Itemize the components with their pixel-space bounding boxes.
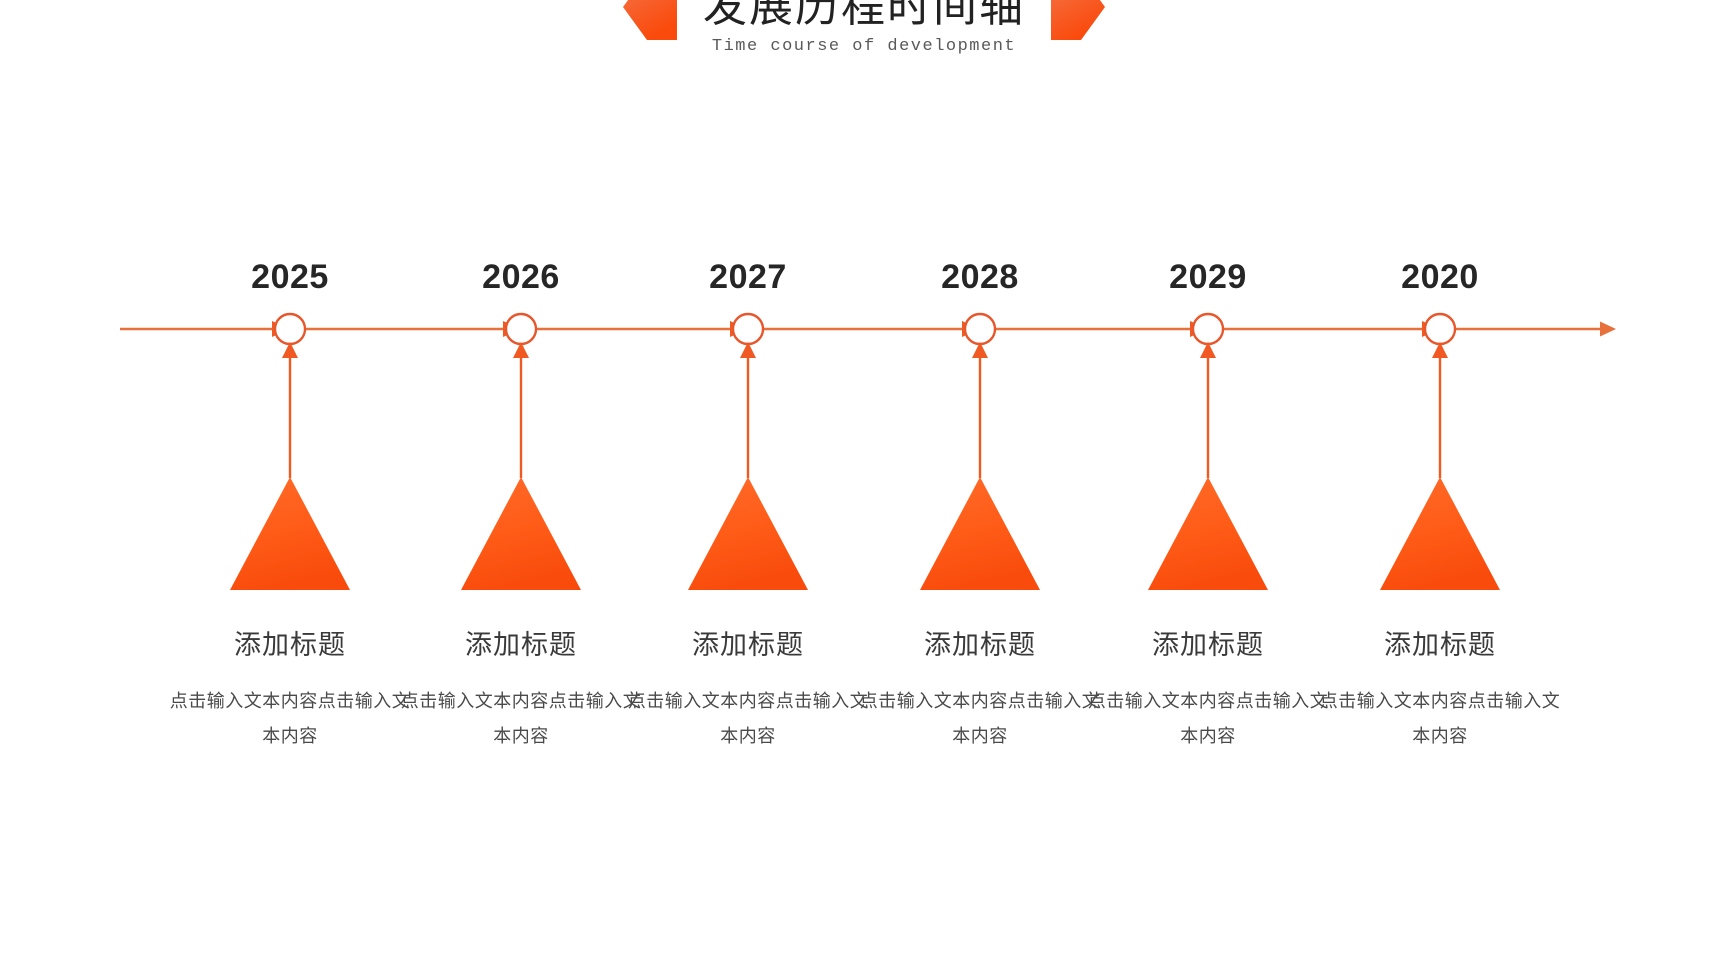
item-body: 点击输入文本内容点击输入文本内容 [169,691,411,747]
timeline-item-2026[interactable]: 2026 添加标题 点击输入文本内容点击输入文本内容 [401,0,641,972]
year-label: 2026 [482,258,560,296]
title-row: 发展历程时间轴 [623,0,1105,40]
timeline-item-2025[interactable]: 2025 添加标题 点击输入文本内容点击输入文本内容 [170,0,410,972]
item-body: 点击输入文本内容点击输入文本内容 [1319,691,1561,747]
year-label: 2020 [1401,258,1479,296]
page-title: 发展历程时间轴 [703,0,1025,31]
item-title: 添加标题 [465,630,577,660]
item-title: 添加标题 [692,630,804,660]
item-title: 添加标题 [924,630,1036,660]
timeline-item-2028[interactable]: 2028 添加标题 点击输入文本内容点击输入文本内容 [860,0,1100,972]
page-subtitle: Time course of development [711,37,1017,56]
item-title: 添加标题 [1384,630,1496,660]
year-label: 2028 [941,258,1019,296]
year-label: 2029 [1169,258,1247,296]
item-body: 点击输入文本内容点击输入文本内容 [400,691,642,747]
chevron-right-solid-icon [1051,0,1105,40]
timeline-item-2020[interactable]: 2020 添加标题 点击输入文本内容点击输入文本内容 [1320,0,1560,972]
item-body: 点击输入文本内容点击输入文本内容 [859,691,1101,747]
timeline-item-2029[interactable]: 2029 添加标题 点击输入文本内容点击输入文本内容 [1088,0,1328,972]
item-body: 点击输入文本内容点击输入文本内容 [627,691,869,747]
timeline-item-2027[interactable]: 2027 添加标题 点击输入文本内容点击输入文本内容 [628,0,868,972]
item-body: 点击输入文本内容点击输入文本内容 [1087,691,1329,747]
page-header: 发展历程时间轴 Time course of development [0,0,1728,104]
chevron-left-solid-icon [623,0,677,40]
item-title: 添加标题 [234,630,346,660]
item-title: 添加标题 [1152,630,1264,660]
year-label: 2025 [251,258,329,296]
year-label: 2027 [709,258,787,296]
